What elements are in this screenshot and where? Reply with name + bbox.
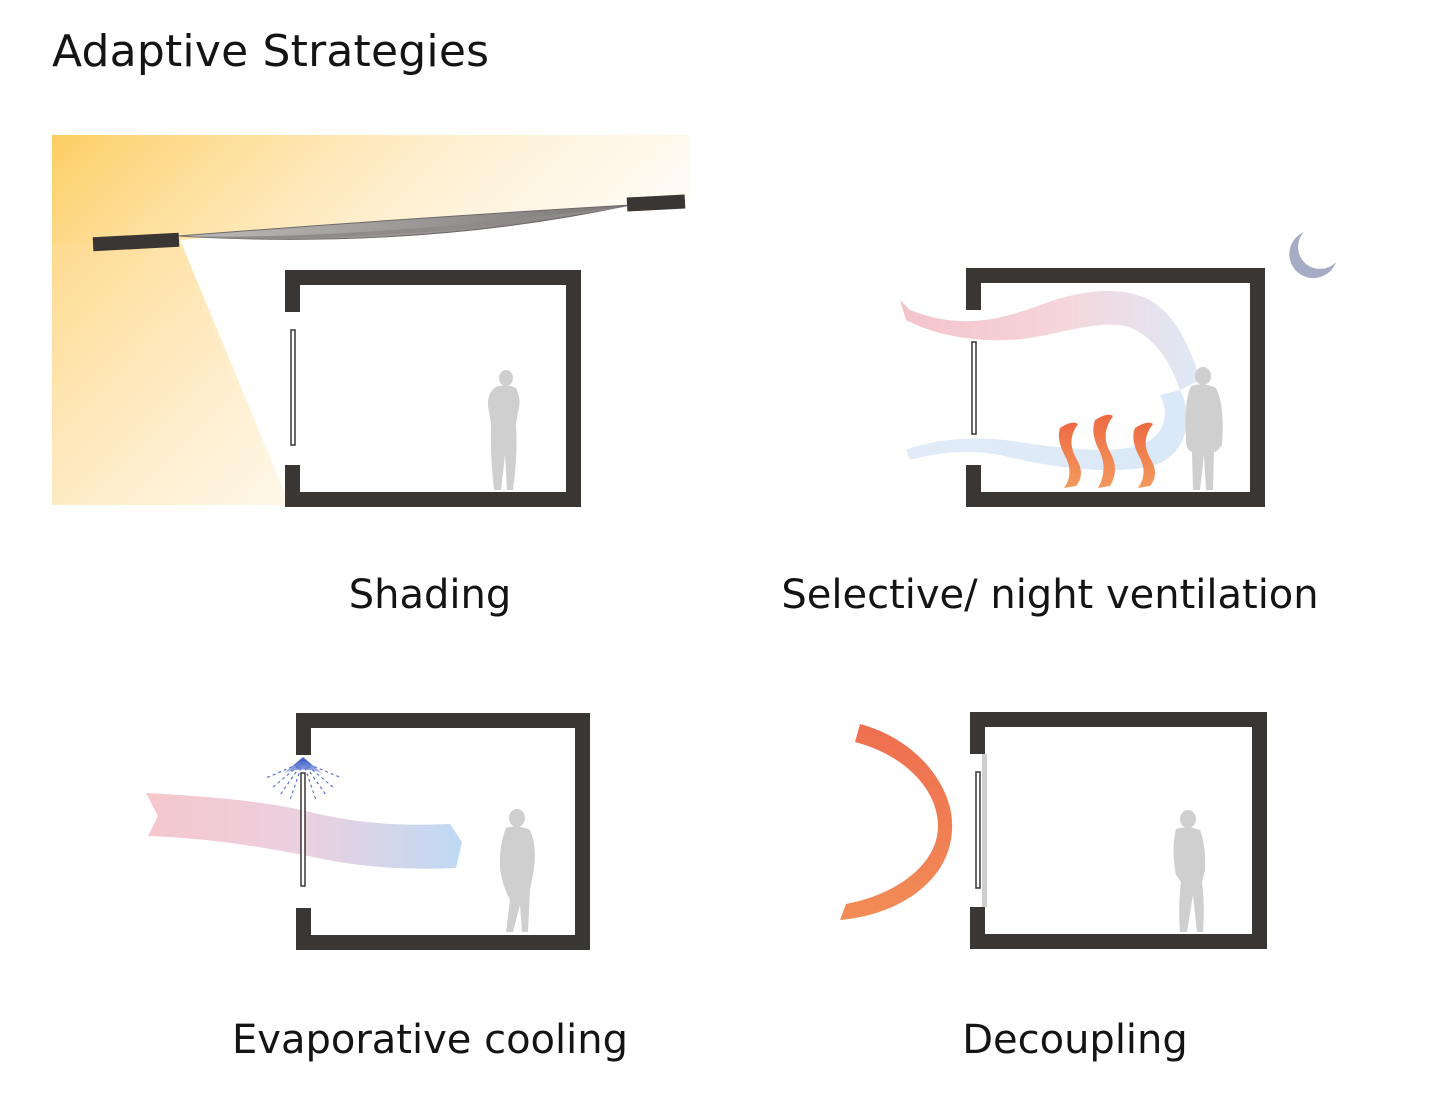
window xyxy=(290,329,296,446)
airflow-cool xyxy=(906,390,1187,471)
room-outline xyxy=(970,712,1267,949)
mist-spray-icon xyxy=(265,757,343,801)
panel-night-ventilation xyxy=(900,232,1336,507)
room-outline xyxy=(966,268,1265,507)
window xyxy=(971,341,977,435)
heat-waves xyxy=(1058,414,1155,488)
awning-bar-left xyxy=(92,232,180,252)
window xyxy=(300,772,306,887)
person-icon xyxy=(499,809,535,932)
panel-evaporative-cooling xyxy=(146,713,590,950)
panel-shading xyxy=(52,135,690,507)
moon-icon xyxy=(1289,232,1336,279)
heat-deflection-arc xyxy=(840,724,953,920)
person-icon xyxy=(1185,367,1223,490)
awning-bar-right xyxy=(626,194,686,212)
room-outline xyxy=(296,713,590,950)
panel-decoupling xyxy=(840,712,1267,949)
sun-beam xyxy=(52,243,288,505)
person-icon xyxy=(487,370,520,490)
shutter-panel xyxy=(982,754,987,907)
caption-shading: Shading xyxy=(348,572,512,618)
window xyxy=(975,771,981,889)
caption-evaporative-cooling: Evaporative cooling xyxy=(232,1017,628,1063)
person-icon xyxy=(1173,810,1206,932)
caption-night-ventilation: Selective/ night ventilation xyxy=(781,572,1319,618)
airflow-warm xyxy=(900,290,1200,390)
room-outline xyxy=(285,270,581,507)
diagram-title: Adaptive Strategies xyxy=(52,26,490,77)
caption-decoupling: Decoupling xyxy=(962,1017,1188,1063)
